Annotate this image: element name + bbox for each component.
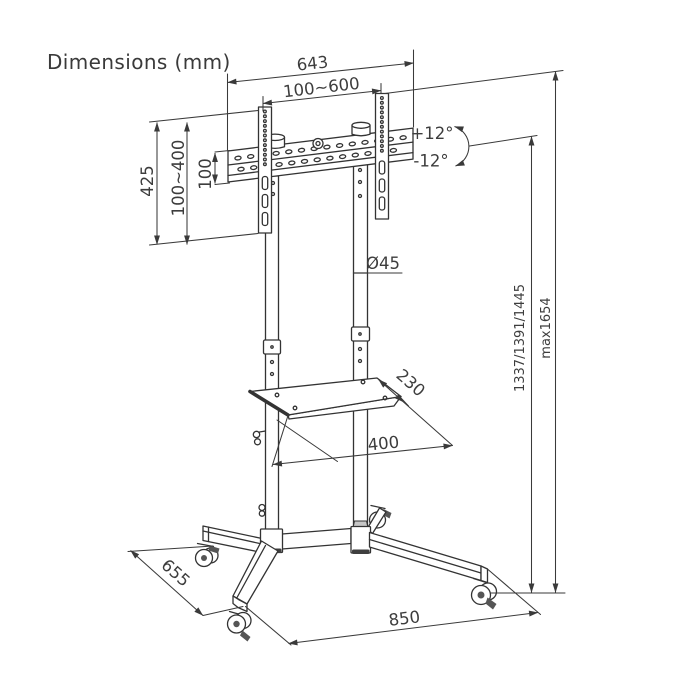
- base-crossbar: [281, 527, 352, 550]
- pole-left-collar: [262, 339, 282, 355]
- cable-hook-lower: [258, 503, 266, 517]
- dim-base-width: [288, 610, 539, 646]
- dimension-lines: [127, 49, 566, 646]
- caster-front-right: [470, 577, 498, 610]
- base: [194, 504, 498, 642]
- dim-shelf-depth: [378, 379, 404, 403]
- tilt-knob-right: [351, 121, 371, 137]
- support-pole-right: [350, 157, 371, 531]
- cable-hook-upper: [252, 430, 267, 446]
- pole-socket-right: [350, 520, 372, 554]
- stand-drawing: [194, 92, 498, 642]
- vesa-rail-left: [257, 106, 273, 234]
- dim-shelf-width: [272, 443, 453, 467]
- caster-front-left: [226, 610, 252, 642]
- shelf: [248, 377, 402, 420]
- label-bracket-height: 425: [138, 165, 157, 197]
- label-max-height: max1654: [539, 297, 554, 358]
- dim-vesa-width: [262, 88, 382, 106]
- pole-right-collar: [350, 326, 371, 342]
- label-offset-100: 100: [196, 158, 215, 190]
- dim-base-depth: [130, 550, 204, 616]
- label-bracket-width: 643: [296, 52, 329, 74]
- label-tilt-down: -12°: [413, 152, 448, 171]
- label-pole-diameter: Ø45: [366, 254, 400, 273]
- dim-bracket-width: [227, 61, 414, 85]
- vesa-rail-right: [374, 92, 390, 220]
- caster-back-left: [194, 542, 220, 568]
- label-shelf-width: 400: [367, 432, 400, 454]
- label-vesa-height: 100~400: [169, 140, 188, 217]
- center-screw: [312, 137, 324, 150]
- tilt-arc: [454, 126, 470, 167]
- label-tilt-up: +12°: [410, 124, 453, 143]
- label-base-width: 850: [388, 607, 422, 630]
- page-title: Dimensions (mm): [47, 50, 231, 74]
- label-base-depth: 655: [158, 555, 194, 590]
- label-heights: 1337/1391/1445: [513, 284, 528, 392]
